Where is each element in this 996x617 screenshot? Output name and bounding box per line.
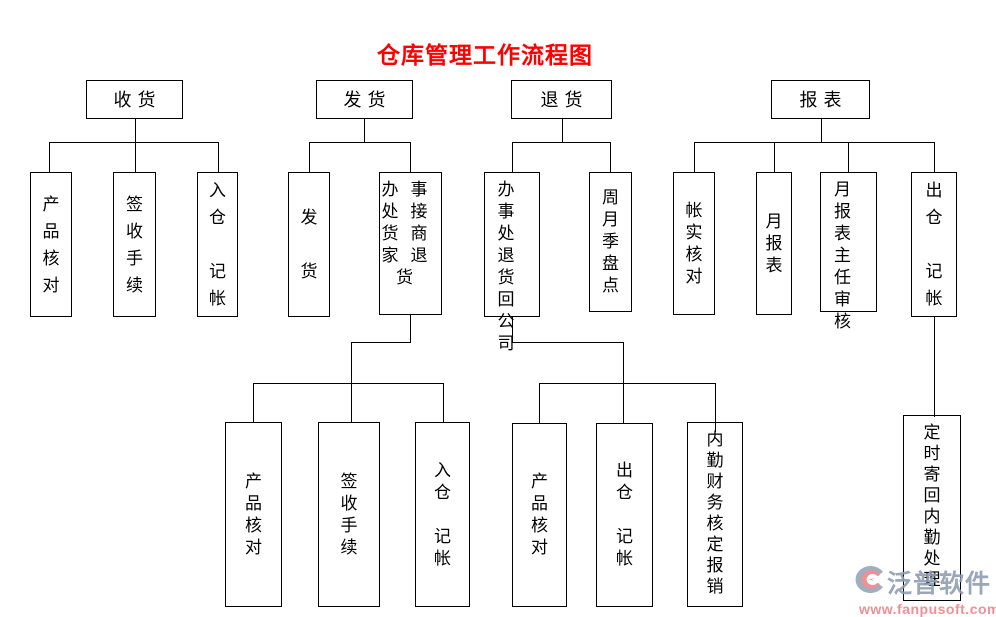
- returns-bar-line: [512, 142, 611, 143]
- shipping-sub-drop-line: [443, 383, 444, 422]
- returns-sub-bar-line: [539, 383, 716, 384]
- node-reports: 报表: [771, 80, 870, 119]
- returns-sub-drop-line: [539, 383, 540, 423]
- node-receiving-warehouse-entry-bookkeeping: 入 仓 记 帐: [197, 172, 238, 317]
- node-shipping-dispatch: 发 货: [288, 172, 330, 317]
- node-returns-office-return-to-company: 办事 处退 货回 公司: [484, 172, 540, 353]
- node-receiving: 收货: [86, 80, 183, 119]
- returns-sub-drop-line: [715, 383, 716, 432]
- receiving-drop-line: [49, 142, 50, 172]
- shipping-sub-bar-line: [253, 383, 444, 384]
- node-reports-monthly-report: 月 报 表: [756, 172, 792, 315]
- node-receiving-signoff-procedure: 签 收 手 续: [113, 172, 156, 317]
- node-shipping-sub-product-check: 产 品 核 对: [225, 422, 282, 607]
- receiving-bar-line: [49, 142, 219, 143]
- shipping-stub-line: [364, 119, 365, 143]
- returns-drop-line: [512, 142, 513, 172]
- node-shipping-office-accepts-merchant-returns: 办事 处接 货商 家退 货: [379, 172, 442, 315]
- fanpu-logo-icon: [853, 565, 885, 599]
- shipping-drop-line: [309, 142, 310, 172]
- node-receiving-product-check: 产 品 核 对: [30, 172, 72, 317]
- node-reports-account-reality-check: 帐 实 核 对: [673, 172, 715, 315]
- shipping-sub-jog-line: [351, 342, 411, 343]
- node-shipping-sub-warehouse-entry-bookkeeping: 入 仓 记 帐: [415, 422, 470, 607]
- page-title: 仓库管理工作流程图: [377, 42, 593, 68]
- returns-sub-trunk-line: [623, 342, 624, 423]
- node-shipping: 发货: [316, 80, 413, 119]
- reports-drop-line: [774, 142, 775, 172]
- reports-bar-line: [694, 142, 935, 143]
- reports-drop-line: [848, 142, 849, 172]
- node-returns-sub-finance-reimbursement: 内 勤 财 务 核 定 报 销: [687, 422, 743, 607]
- shipping-drop-line: [410, 142, 411, 172]
- node-returns: 退货: [511, 80, 612, 119]
- node-reports-director-review: 月报 表主 任审 核: [820, 172, 877, 331]
- shipping-sub-trunk-line: [351, 342, 352, 422]
- returns-stub-line: [562, 119, 563, 143]
- shipping-bar-line: [309, 142, 411, 143]
- reports-stub-line: [821, 119, 822, 143]
- receiving-drop-line: [218, 142, 219, 172]
- node-reports-sub-mail-back-office-processing: 定 时 寄 回 内 勤 处 理: [903, 415, 961, 601]
- node-returns-periodic-stocktake: 周 月 季 盘 点: [589, 172, 632, 312]
- returns-drop-line: [610, 142, 611, 172]
- reports-drop-line: [694, 142, 695, 172]
- watermark-brand: 泛普软件: [887, 570, 992, 598]
- shipping-sub-stub-line: [410, 315, 411, 343]
- node-shipping-sub-signoff-procedure: 签 收 手 续: [318, 422, 380, 607]
- reports-sub-drop-line: [934, 317, 935, 417]
- watermark-url: www.fanpusoft.com: [859, 601, 996, 617]
- shipping-sub-drop-line: [253, 383, 254, 422]
- node-returns-sub-product-check: 产 品 核 对: [512, 423, 567, 607]
- receiving-stub-line: [135, 119, 136, 172]
- watermark: 泛普软件 www.fanpusoft.com: [853, 564, 996, 617]
- node-returns-sub-outbound-bookkeeping: 出 仓 记 帐: [596, 423, 653, 607]
- returns-sub-stub-line: [512, 317, 513, 343]
- reports-drop-line: [934, 142, 935, 172]
- node-reports-outbound-bookkeeping: 出 仓 记 帐: [911, 172, 957, 317]
- returns-sub-jog-line: [512, 342, 624, 343]
